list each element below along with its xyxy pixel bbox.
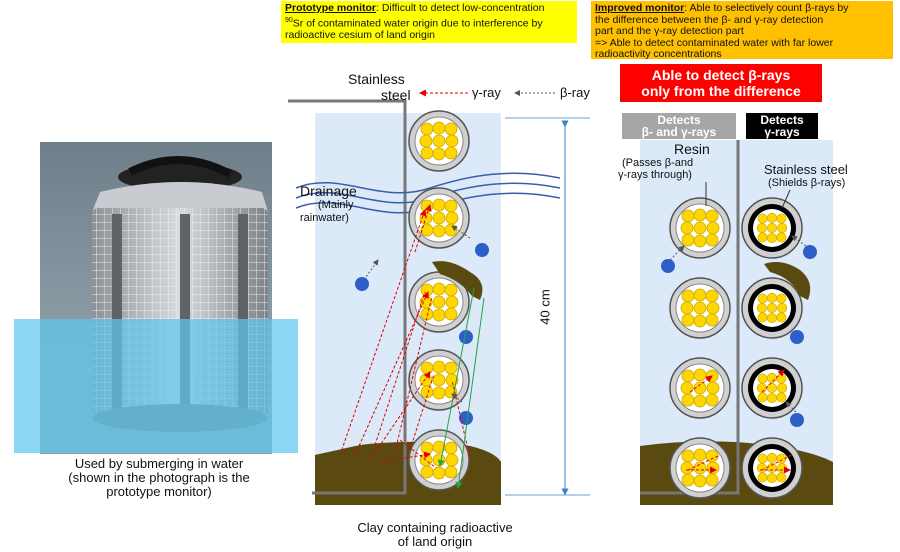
photo-caption-line2: (shown in the photograph is the <box>68 470 250 485</box>
detector-beta-gamma-1 <box>670 198 730 258</box>
particle <box>803 245 817 259</box>
detector-gamma-4 <box>742 438 802 498</box>
detector-beta-gamma-4 <box>670 438 730 498</box>
detector-beta-gamma-2 <box>670 278 730 338</box>
particle <box>459 411 473 425</box>
water-overlay <box>14 319 298 453</box>
beta-ray-label: β-ray <box>560 85 590 100</box>
particle <box>459 330 473 344</box>
prototype-note-line2: Sr of contaminated water origin due to i… <box>292 17 543 29</box>
clay-blob-improved <box>764 262 811 300</box>
gamma-rays-prototype <box>339 204 471 469</box>
prototype-note-line3: radioactive cesium of land origin <box>285 28 435 41</box>
particle-arrow <box>363 259 379 281</box>
detector-gamma-2 <box>742 278 802 338</box>
prototype-note-heading: Prototype monitor <box>285 2 376 14</box>
improved-note-line2: the difference between the β- and γ-ray … <box>595 13 824 26</box>
drainage-label: Drainage <box>300 183 357 199</box>
gamma-tag-line1: Detects <box>760 113 804 127</box>
gamma-rays-improved <box>686 369 793 474</box>
stainless-label-line1: Stainless <box>348 71 405 87</box>
clay-label-line1: Clay containing radioactive <box>357 520 513 535</box>
improved-note-line3: part and the γ-ray detection part <box>595 25 744 37</box>
gamma-tag: Detects γ-rays <box>746 113 818 139</box>
particle <box>355 277 369 291</box>
prototype-note-line1: : Difficult to detect low-concentration <box>376 2 545 14</box>
steel-right-label: Stainless steel <box>764 162 848 177</box>
beta-gamma-tag: Detects β- and γ-rays <box>622 113 736 139</box>
height-label: 40 cm <box>537 289 553 325</box>
improved-note-heading: Improved monitor <box>595 2 685 14</box>
resin-sub-label: (Passes β-and <box>622 157 694 169</box>
detector-2 <box>409 188 469 248</box>
clay-label-line2: of land origin <box>397 534 473 549</box>
improved-note: Improved monitor: Able to selectively co… <box>591 1 893 60</box>
beta-gamma-tag-line2: β- and γ-rays <box>641 125 717 139</box>
difference-banner-line1: Able to detect β-rays <box>651 67 791 83</box>
improved-note-line5: radioactivity concentrations <box>595 48 722 60</box>
prototype-note-superscript: 90 <box>285 16 293 24</box>
detector-1 <box>409 111 469 171</box>
detector-beta-gamma-3 <box>670 358 730 418</box>
steel-casing-prototype <box>288 99 407 495</box>
drainage-wave <box>295 172 561 194</box>
improved-note-line1: : Able to selectively count β-rays by <box>684 2 849 14</box>
clay-layer-prototype <box>315 441 501 505</box>
clay-blob-prototype <box>432 261 483 300</box>
photo-caption: Used by submerging in water (shown in th… <box>28 457 290 499</box>
drainage-sub-label: rainwater) <box>300 212 349 224</box>
particle <box>790 330 804 344</box>
steel-right-sub-label: (Shields β-rays) <box>768 177 846 189</box>
photo-caption-line1: Used by submerging in water <box>74 456 244 471</box>
detector-gamma-1 <box>742 198 802 258</box>
photo-caption-line3: prototype monitor) <box>106 484 212 499</box>
gamma-ray-label: γ-ray <box>472 85 501 100</box>
prototype-note: Prototype monitor: Difficult to detect l… <box>281 1 577 43</box>
particle <box>661 259 675 273</box>
clay-pointer <box>455 297 485 489</box>
resin-label: Resin <box>674 141 710 157</box>
drainage-sub-label: (Mainly <box>318 199 354 211</box>
clay-pointer <box>437 287 475 467</box>
improved-note-line4: => Able to detect contaminated water wit… <box>595 36 834 49</box>
detector-5 <box>409 430 469 490</box>
difference-banner: Able to detect β-rays only from the diff… <box>620 64 822 102</box>
resin-sub-label: γ-rays through) <box>618 169 692 181</box>
particle-arrow <box>791 235 807 247</box>
gamma-tag-line2: γ-rays <box>764 125 800 139</box>
beta-gamma-tag-line1: Detects <box>657 113 701 127</box>
steel-pointer <box>781 189 791 209</box>
steel-casing-improved <box>640 140 740 495</box>
particle-arrow <box>669 245 685 261</box>
difference-banner-line2: only from the difference <box>641 83 801 99</box>
particle <box>475 243 489 257</box>
stainless-label-line2: steel <box>381 87 411 103</box>
particle <box>790 413 804 427</box>
